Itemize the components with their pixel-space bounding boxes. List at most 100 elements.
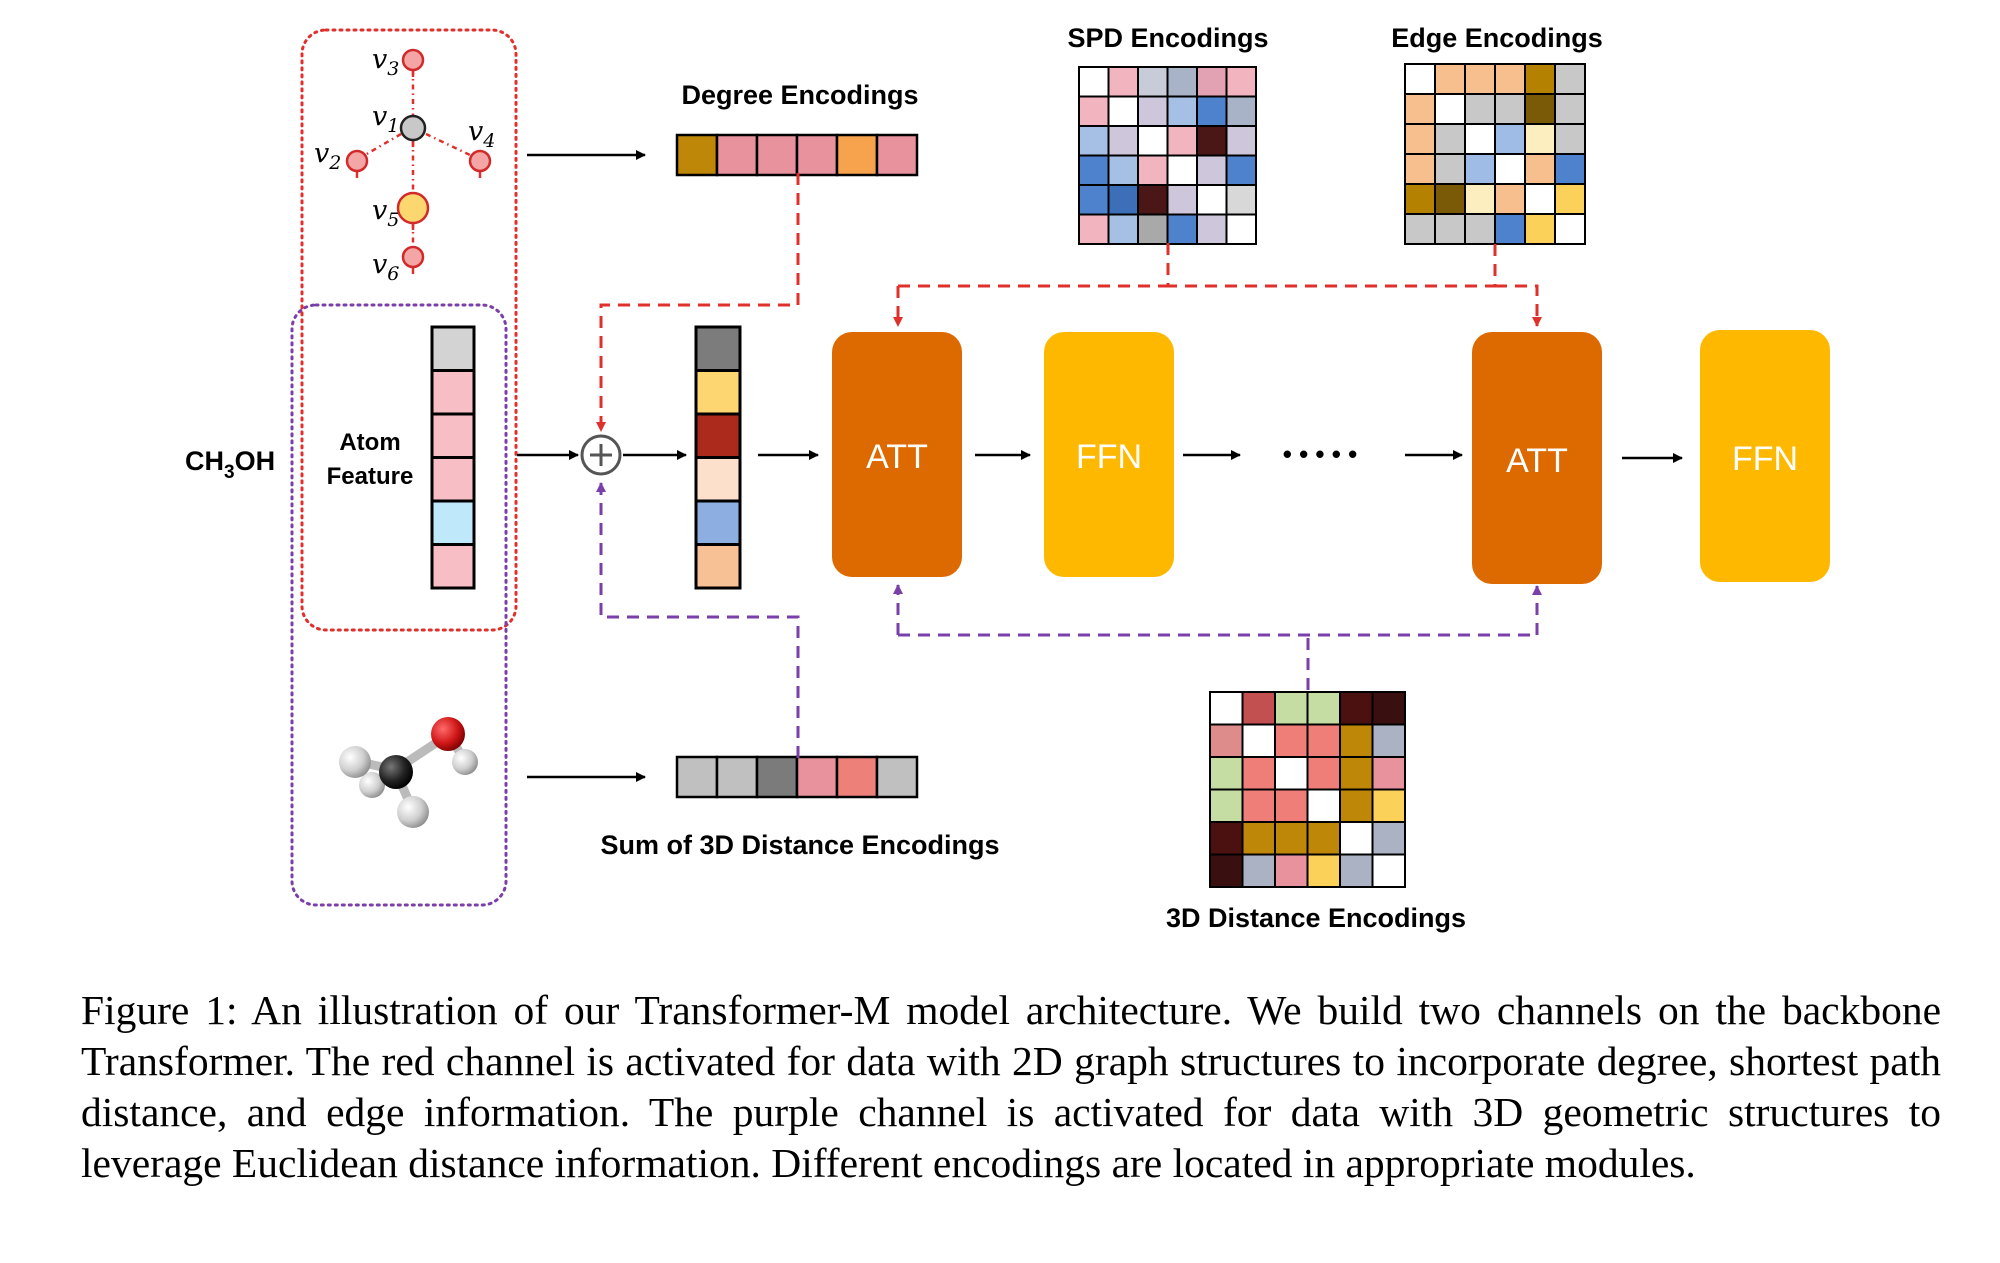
edge-encoding-cell xyxy=(1404,183,1436,215)
distance-encoding-cell xyxy=(1371,853,1406,888)
distance-encoding-cell xyxy=(1209,788,1244,823)
spd-encoding-cell xyxy=(1196,184,1228,216)
graph-node-v1 xyxy=(399,114,427,142)
spd-encoding-cell xyxy=(1225,66,1257,98)
distance-encoding-cell xyxy=(1241,821,1276,856)
distance-encoding-cell xyxy=(1274,788,1309,823)
figure-caption: Figure 1: An illustration of our Transfo… xyxy=(81,987,1941,1186)
edge-encoding-cell xyxy=(1524,153,1556,185)
spd-encoding-cell xyxy=(1107,95,1139,127)
spd-encoding-cell xyxy=(1107,125,1139,157)
degree-encodings-vector xyxy=(675,133,919,177)
degree-encoding-cell xyxy=(875,133,919,177)
edge-encoding-cell xyxy=(1464,63,1496,95)
edge-encoding-cell xyxy=(1524,93,1556,125)
edge-encoding-cell xyxy=(1494,213,1526,245)
edge-encoding-cell xyxy=(1554,93,1586,125)
graph-node-label-v6: v6 xyxy=(372,249,399,285)
ellipsis: • • • • • xyxy=(1283,439,1357,469)
combined-feature-cell xyxy=(694,543,742,590)
edge-encodings-label: Edge Encodings xyxy=(1391,23,1603,53)
distance-encoding-cell xyxy=(1306,691,1341,726)
distance-sum-encoding-cell xyxy=(715,755,759,799)
spd-encoding-cell xyxy=(1196,95,1228,127)
spd-encoding-cell xyxy=(1166,66,1198,98)
edge-encoding-cell xyxy=(1524,213,1556,245)
spd-encoding-cell xyxy=(1225,95,1257,127)
degree-encoding-cell xyxy=(755,133,799,177)
spd-encoding-cell xyxy=(1196,154,1228,186)
edge-encoding-cell xyxy=(1434,153,1466,185)
spd-encoding-cell xyxy=(1078,66,1110,98)
distance-encoding-cell xyxy=(1339,756,1374,791)
edge-encoding-cell xyxy=(1494,123,1526,155)
spd-encoding-cell xyxy=(1107,66,1139,98)
sum-3d-distance-encodings-label: Sum of 3D Distance Encodings xyxy=(600,830,999,860)
edge-encoding-cell xyxy=(1434,183,1466,215)
spd-encoding-cell xyxy=(1078,154,1110,186)
degree-encoding-cell xyxy=(795,133,839,177)
distance-encoding-cell xyxy=(1306,788,1341,823)
edge-encoding-cell xyxy=(1404,123,1436,155)
spd-encoding-cell xyxy=(1078,125,1110,157)
edge-encoding-cell xyxy=(1434,63,1466,95)
distance-sum-encoding-cell xyxy=(835,755,879,799)
distance-encoding-cell xyxy=(1306,821,1341,856)
edge-encoding-cell xyxy=(1434,93,1466,125)
edge-encoding-cell xyxy=(1524,183,1556,215)
spd-encoding-cell xyxy=(1137,66,1169,98)
combined-feature-cell xyxy=(694,499,742,546)
distance-encoding-cell xyxy=(1371,691,1406,726)
spd-encoding-cell xyxy=(1166,213,1198,245)
distance-encoding-cell xyxy=(1339,853,1374,888)
distance-encoding-cell xyxy=(1209,853,1244,888)
spd-encodings-label: SPD Encodings xyxy=(1067,23,1268,53)
atom-feature-cell xyxy=(430,543,476,590)
edge-encoding-cell xyxy=(1554,123,1586,155)
atom-feature-label-line1: Atom xyxy=(339,429,400,456)
atom-feature-vector xyxy=(430,325,476,590)
graph-node-v4 xyxy=(468,149,492,173)
distance-encoding-cell xyxy=(1306,756,1341,791)
spd-encoding-cell xyxy=(1196,66,1228,98)
spd-encoding-cell xyxy=(1107,213,1139,245)
edge-encoding-cell xyxy=(1554,63,1586,95)
distance-encoding-cell xyxy=(1209,691,1244,726)
att-block-2: ATT xyxy=(1472,332,1602,584)
spd-encoding-cell xyxy=(1225,213,1257,245)
distance-sum-encoding-cell xyxy=(875,755,919,799)
graph-node-label-v4: v4 xyxy=(468,116,495,152)
add-operator xyxy=(580,434,622,476)
distance-encoding-cell xyxy=(1371,788,1406,823)
edge-encoding-cell xyxy=(1464,183,1496,215)
spd-encoding-cell xyxy=(1196,125,1228,157)
spd-encoding-cell xyxy=(1166,125,1198,157)
distance-encoding-cell xyxy=(1209,756,1244,791)
spd-encoding-cell xyxy=(1107,184,1139,216)
edge-encoding-cell xyxy=(1554,153,1586,185)
spd-encoding-cell xyxy=(1078,95,1110,127)
distance-encoding-cell xyxy=(1274,723,1309,758)
3d-distance-encodings-matrix xyxy=(1209,691,1406,888)
degree-encodings-label: Degree Encodings xyxy=(681,80,918,110)
spd-encodings-matrix xyxy=(1078,66,1257,245)
edge-encoding-cell xyxy=(1404,153,1436,185)
atom-feature-cell xyxy=(430,369,476,416)
distance-sum-encoding-cell xyxy=(755,755,799,799)
graph-node-v3 xyxy=(401,48,425,72)
edge-encoding-cell xyxy=(1494,153,1526,185)
graph-node-label-v1: v1 xyxy=(372,101,399,137)
graph-node-v6 xyxy=(401,245,425,269)
edge-encoding-cell xyxy=(1464,123,1496,155)
svg-text:FFN: FFN xyxy=(1732,440,1798,478)
atom-feature-cell xyxy=(430,412,476,459)
edge-encoding-cell xyxy=(1464,213,1496,245)
atom-feature-cell xyxy=(430,456,476,503)
atom-feature-cell xyxy=(430,499,476,546)
distance-encoding-cell xyxy=(1274,691,1309,726)
combined-feature-vector xyxy=(694,325,742,590)
edge-encoding-cell xyxy=(1554,213,1586,245)
spd-encoding-cell xyxy=(1078,213,1110,245)
distance-encoding-cell xyxy=(1306,853,1341,888)
